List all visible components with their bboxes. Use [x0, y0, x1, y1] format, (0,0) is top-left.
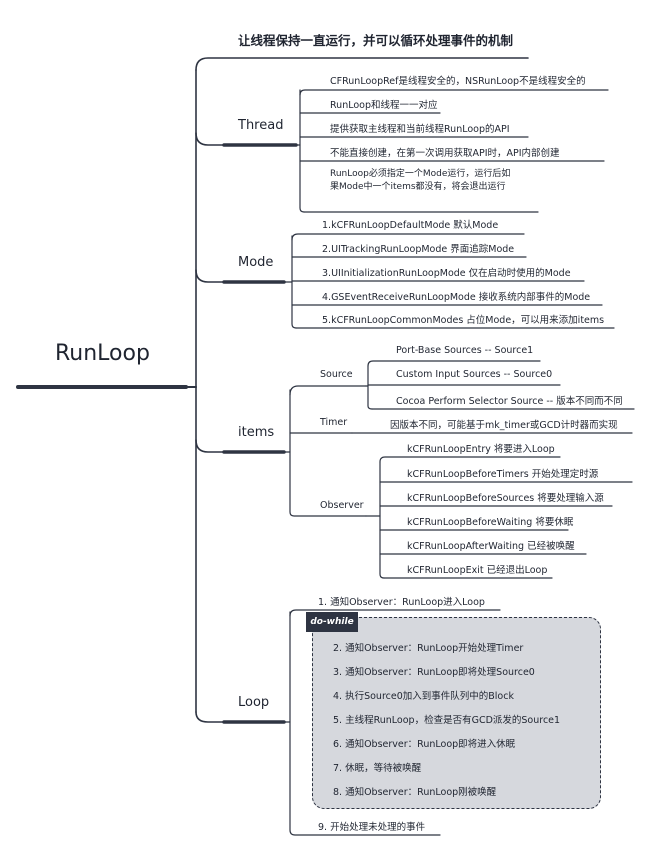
loop-step: 2. 通知Observer：RunLoop开始处理Timer: [333, 643, 524, 654]
dowhile-tag: do-while: [306, 612, 358, 632]
thread-item: CFRunLoopRef是线程安全的，NSRunLoop不是线程安全的: [330, 76, 586, 87]
root-description: 让线程保持一直运行，并可以循环处理事件的机制: [238, 33, 514, 48]
observer-item: kCFRunLoopAfterWaiting 已经被唤醒: [407, 541, 575, 552]
loop-step: 6. 通知Observer：RunLoop即将进入休眠: [333, 739, 516, 750]
observer-item: kCFRunLoopExit 已经退出Loop: [407, 565, 548, 576]
observer-item: kCFRunLoopBeforeWaiting 将要休眠: [407, 517, 574, 528]
items-observer-label: Observer: [320, 500, 364, 511]
dowhile-group-box: [312, 617, 601, 809]
source-item: Port-Base Sources -- Source1: [396, 345, 534, 356]
loop-step: 7. 休眠，等待被唤醒: [333, 763, 422, 774]
branch-mode: Mode: [238, 255, 274, 270]
items-source-label: Source: [320, 369, 353, 380]
branch-items: items: [238, 425, 275, 440]
loop-last-step: 9. 开始处理未处理的事件: [318, 822, 426, 833]
loop-step: 3. 通知Observer：RunLoop即将处理Source0: [333, 667, 535, 678]
thread-item: RunLoop和线程一一对应: [330, 100, 438, 111]
loop-step: 4. 执行Source0加入到事件队列中的Block: [333, 691, 514, 702]
branch-thread: Thread: [238, 118, 284, 133]
source-item: Cocoa Perform Selector Source -- 版本不同而不同: [396, 396, 623, 407]
mode-item: 4.GSEventReceiveRunLoopMode 接收系统内部事件的Mod…: [322, 292, 591, 303]
branch-loop: Loop: [238, 695, 270, 710]
mode-item: 5.kCFRunLoopCommonModes 占位Mode，可以用来添加ite…: [322, 315, 605, 326]
thread-item: 不能直接创建，在第一次调用获取API时，API内部创建: [330, 148, 560, 159]
observer-item: kCFRunLoopEntry 将要进入Loop: [407, 444, 555, 455]
mode-item: 2.UITrackingRunLoopMode 界面追踪Mode: [322, 244, 515, 255]
items-timer-label: Timer: [320, 417, 348, 428]
loop-step: 5. 主线程RunLoop，检查是否有GCD派发的Source1: [333, 715, 561, 726]
thread-item: 提供获取主线程和当前线程RunLoop的API: [330, 124, 510, 135]
root-node: RunLoop: [55, 341, 150, 366]
timer-description: 因版本不同，可能基于mk_timer或GCD计时器而实现: [390, 420, 618, 431]
mode-item: 3.UIInitializationRunLoopMode 仅在启动时使用的Mo…: [322, 268, 571, 279]
thread-item: RunLoop必须指定一个Mode运行，运行后如 果Mode中一个items都没…: [330, 169, 511, 192]
source-item: Custom Input Sources -- Source0: [396, 369, 553, 380]
loop-first-step: 1. 通知Observer：RunLoop进入Loop: [318, 597, 485, 608]
loop-step: 8. 通知Observer：RunLoop刚被唤醒: [333, 787, 497, 798]
mode-item: 1.kCFRunLoopDefaultMode 默认Mode: [322, 220, 499, 231]
observer-item: kCFRunLoopBeforeSources 将要处理输入源: [407, 493, 604, 504]
observer-item: kCFRunLoopBeforeTimers 开始处理定时源: [407, 469, 599, 480]
